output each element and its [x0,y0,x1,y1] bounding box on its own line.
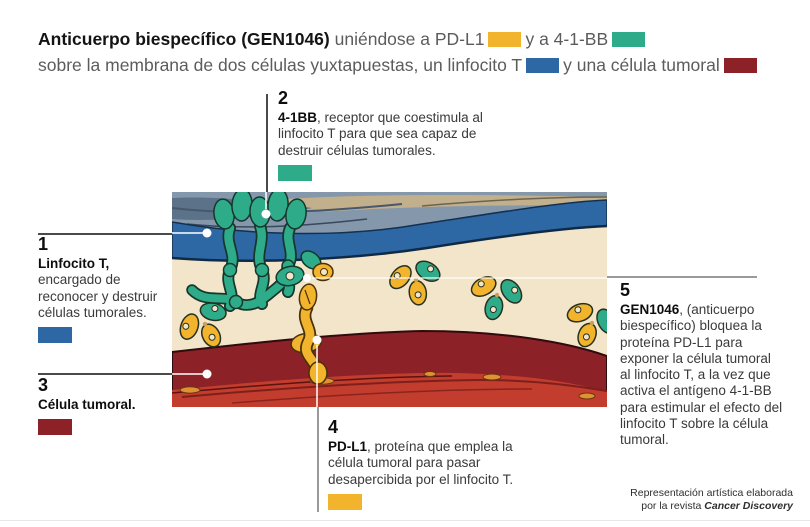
leader-dot [303,274,311,282]
title-text-4: y una célula tumoral [563,55,720,75]
swatch-tumor [38,419,72,436]
gen1046-complex [275,250,334,287]
annotation-pdl1: 4 PD-L1, proteína que emplea la célula t… [328,418,548,510]
antibody [470,276,523,321]
page-title: Anticuerpo biespecífico (GEN1046) uniénd… [38,26,761,78]
legend-swatch-lymphocyte [526,58,560,73]
annotation-text: 4-1BB, receptor que coestimula al linfoc… [278,110,483,158]
annotation-text: PD-L1, proteína que emplea la célula tum… [328,439,514,487]
title-text-1: uniéndose a PD-L1 [334,29,485,49]
leader-dot [202,228,212,238]
annotation-gen1046: 5 GEN1046, (anticuerpo biespecífico) blo… [620,281,810,449]
leader-overlays [172,192,607,407]
title-bold: Anticuerpo biespecífico (GEN1046) [38,29,330,49]
annotation-number: 2 [278,88,289,108]
leader-line-3 [38,373,172,375]
title-line-2: sobre la membrana de dos células yuxtapu… [38,52,761,78]
leader-dot [261,209,271,219]
annotation-41bb: 2 4-1BB, receptor que coestimula al linf… [278,89,508,181]
leader-line-4 [317,407,319,512]
title-text-2: y a 4-1-BB [525,29,609,49]
journal-name: Cancer Discovery [704,500,793,512]
annotation-lymphocyte: 1 Linfocito T, encargado de reconocer y … [38,234,188,344]
annotation-number: 5 [620,280,631,300]
annotation-number: 4 [328,417,339,437]
credit-line-1: Representación artística elaborada [630,487,793,499]
title-line-1: Anticuerpo biespecífico (GEN1046) uniénd… [38,26,761,52]
title-text-3: sobre la membrana de dos células yuxtapu… [38,55,523,75]
annotation-text: Linfocito T, encargado de reconocer y de… [38,256,158,320]
cell-illustration [172,192,607,407]
pdl1-protein [290,283,328,385]
swatch-lymphocyte [38,327,72,344]
legend-swatch-pdl1 [488,32,522,47]
antibody [566,302,607,348]
leader-line-5 [607,276,757,278]
antibody [389,260,441,306]
leader-dot [312,335,322,345]
annotation-number: 1 [38,234,49,254]
antibody [179,302,227,348]
annotation-tumor-cell: 3 Célula tumoral. [38,375,188,436]
legend-swatch-tumor [723,58,757,73]
leader-line-2 [266,94,268,192]
leader-line-1 [38,233,172,235]
credit-line-2: por la revista Cancer Discovery [641,500,793,512]
swatch-41bb [278,164,312,181]
annotation-number: 3 [38,375,49,395]
swatch-pdl1 [328,493,362,510]
leader-dot [202,369,212,379]
annotation-text: Célula tumoral. [38,397,136,412]
legend-swatch-41bb [612,32,646,47]
annotation-text: GEN1046, (anticuerpo biespecífico) bloqu… [620,302,783,448]
credit: Representación artística elaborada por l… [630,487,793,513]
bottom-rule [0,520,810,521]
